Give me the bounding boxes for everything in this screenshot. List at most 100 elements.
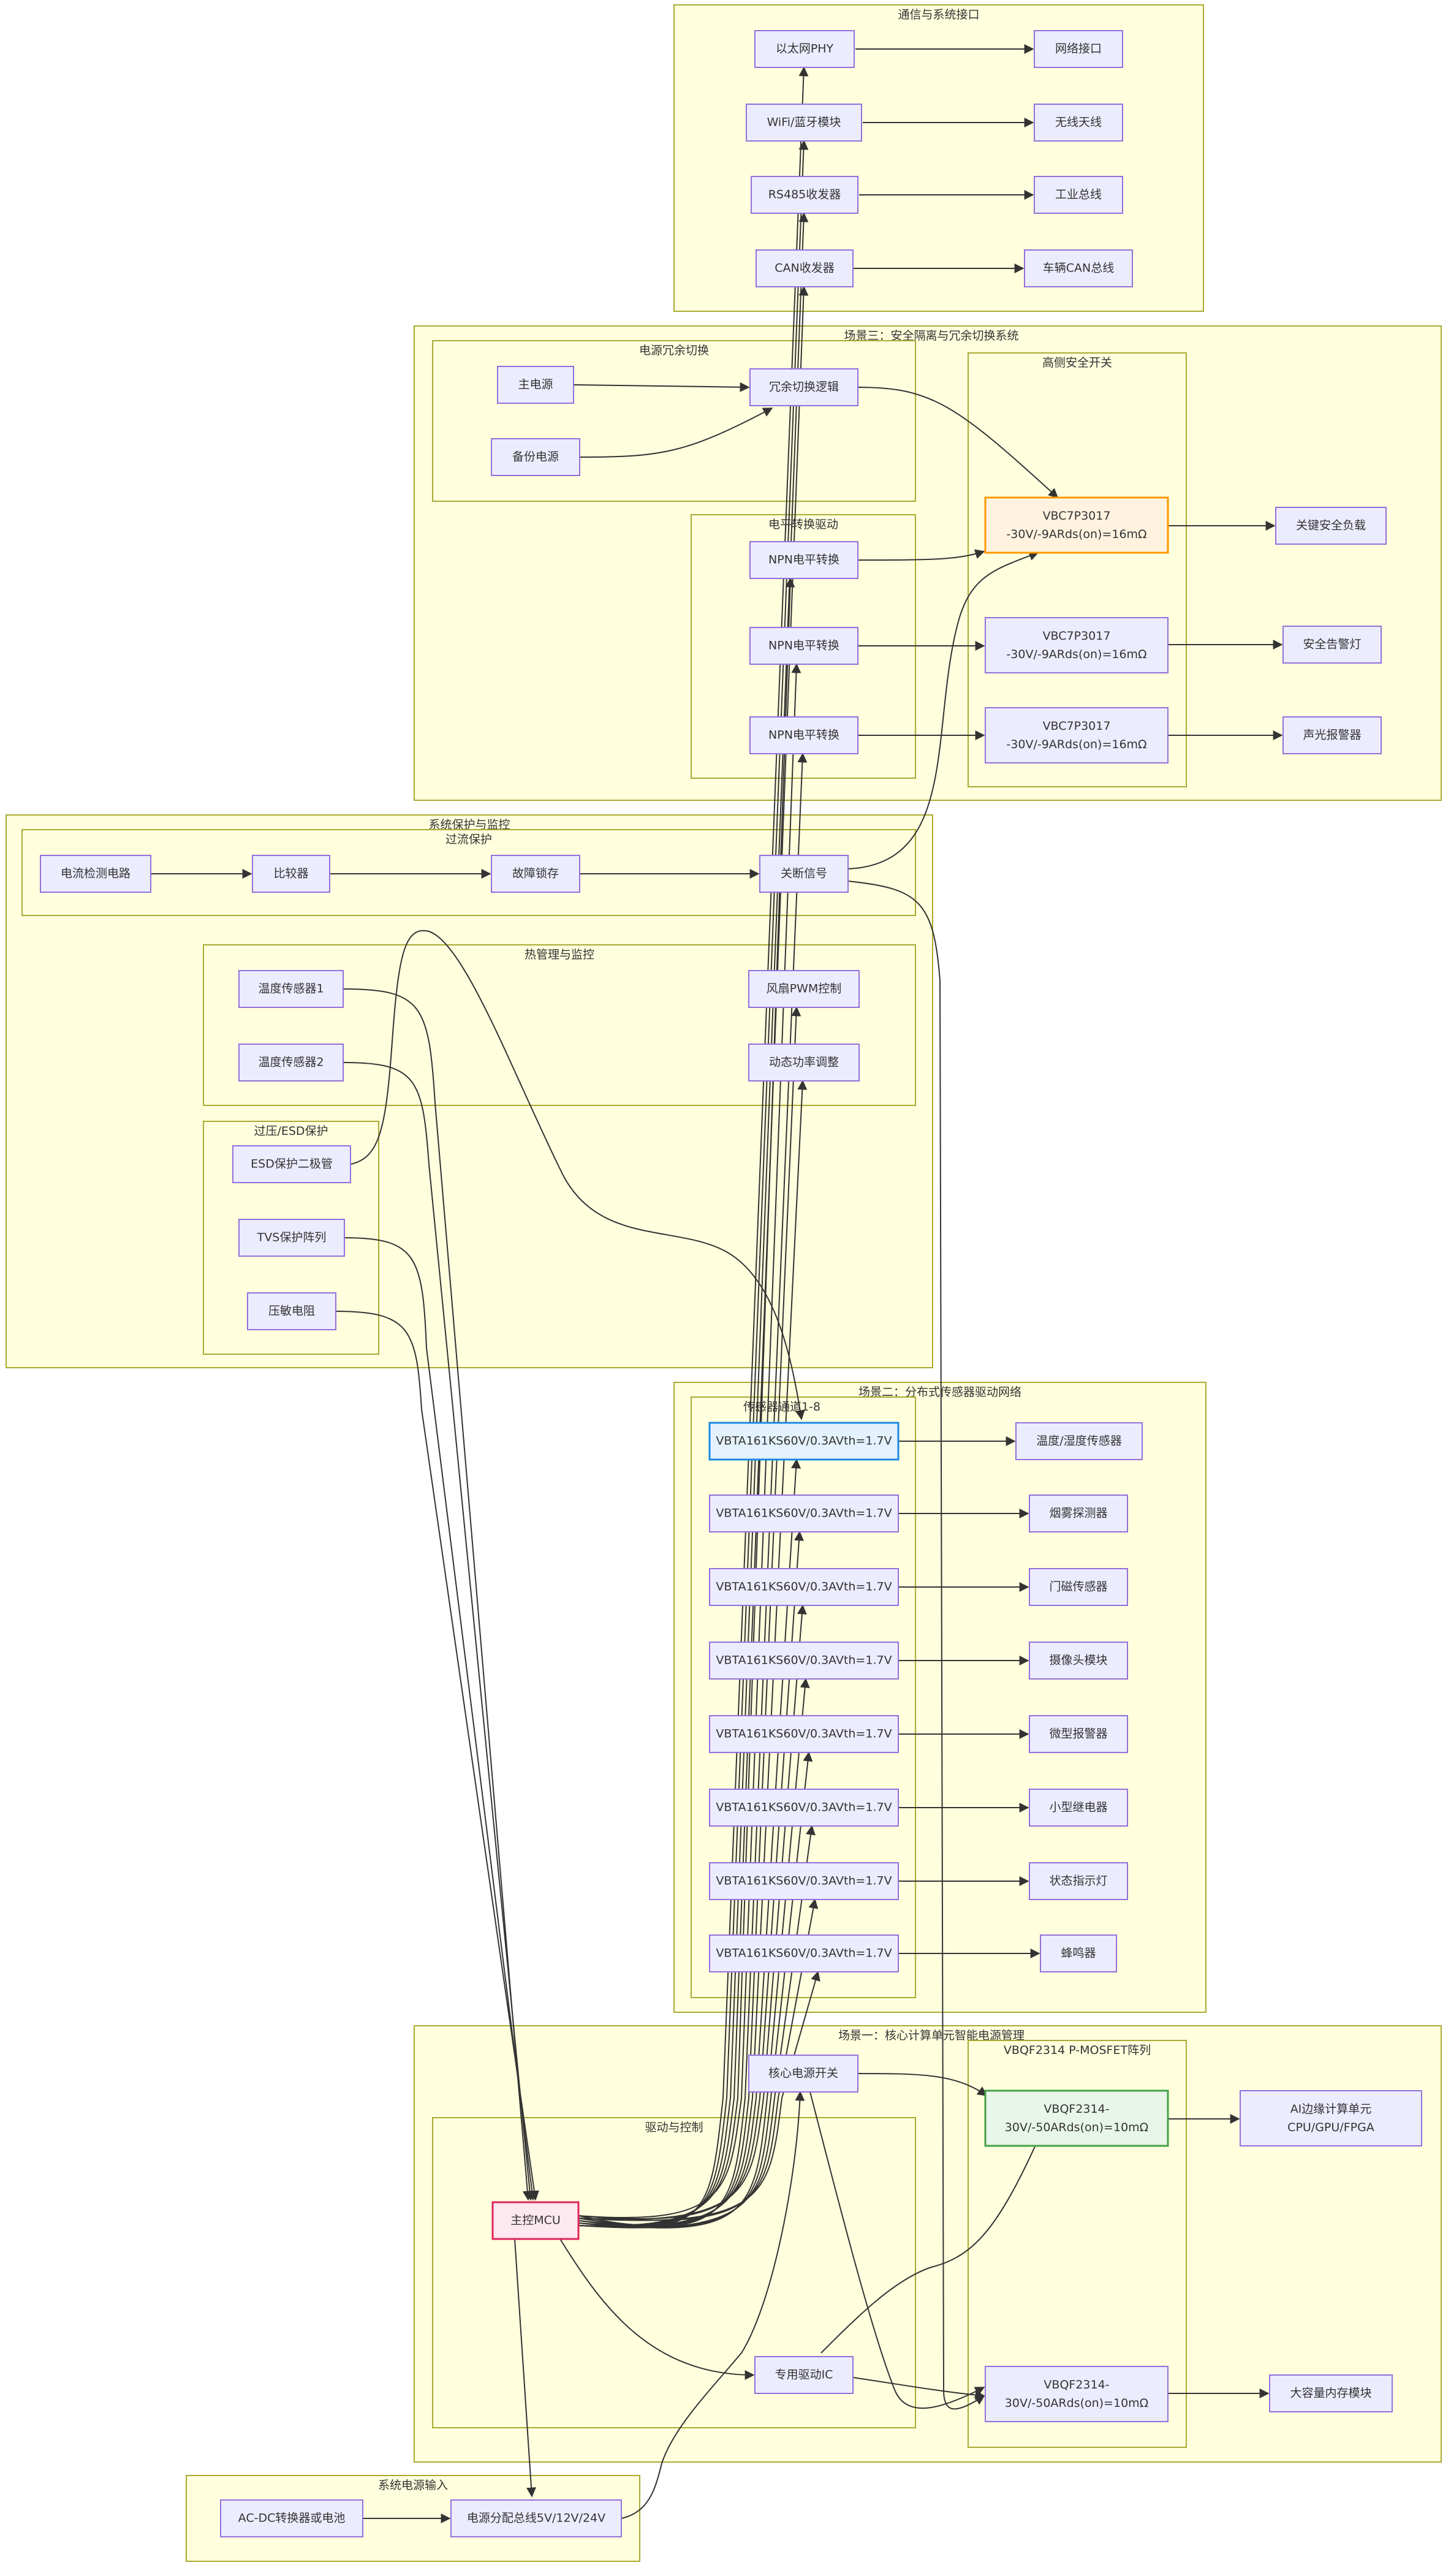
mcu-control-edges (559, 66, 820, 2380)
node-fieldbus[interactable]: 工业总线 (1034, 176, 1123, 214)
node-network-port[interactable]: 网络接口 (1034, 30, 1123, 68)
node-main-mcu[interactable]: 主控MCU (491, 2201, 580, 2240)
node-temp-humidity-sensor[interactable]: 温度/湿度传感器 (1015, 1422, 1143, 1460)
edge-mcu-control-10 (578, 1458, 801, 2227)
edge-mcu-control-6 (578, 663, 801, 2218)
node-vbqf2314-2[interactable]: VBQF2314-30V/-50ARds(on)=10mΩ (985, 2366, 1169, 2422)
node-small-relay[interactable]: 小型继电器 (1029, 1789, 1128, 1827)
svg-text:备份电源: 备份电源 (512, 450, 559, 464)
svg-text:温度/湿度传感器: 温度/湿度传感器 (1036, 1434, 1121, 1448)
node-smoke-detector[interactable]: 烟雾探测器 (1029, 1494, 1128, 1532)
node-main-power[interactable]: 主电源 (497, 366, 574, 404)
svg-text:ESD保护二极管: ESD保护二极管 (251, 1157, 333, 1171)
svg-text:VBC7P3017-30V/-9ARds(on)=16mΩ: VBC7P3017-30V/-9ARds(on)=16mΩ (1006, 509, 1146, 541)
svg-text:TVS保护阵列: TVS保护阵列 (257, 1231, 327, 1244)
node-vbta161k-1[interactable]: VBTA161KS60V/0.3AVth=1.7V (708, 1422, 900, 1461)
node-antenna[interactable]: 无线天线 (1034, 104, 1123, 142)
node-current-detect[interactable]: 电流检测电路 (40, 855, 151, 893)
node-can[interactable]: CAN收发器 (756, 249, 854, 287)
node-ethernet-phy[interactable]: 以太网PHY (754, 30, 855, 68)
node-core-power-switch[interactable]: 核心电源开关 (748, 2055, 858, 2093)
node-switch-logic[interactable]: 冗余切换逻辑 (749, 368, 858, 406)
node-vbta161k-6[interactable]: VBTA161KS60V/0.3AVth=1.7V (709, 1789, 899, 1827)
node-vbc7p3017-3[interactable]: VBC7P3017-30V/-9ARds(on)=16mΩ (985, 707, 1169, 763)
node-wifi-bt[interactable]: WiFi/蓝牙模块 (746, 104, 862, 142)
svg-text:关断信号: 关断信号 (781, 867, 827, 881)
node-shutdown-signal[interactable]: 关断信号 (759, 855, 849, 893)
node-memory-module[interactable]: 大容量内存模块 (1269, 2374, 1393, 2412)
node-dynamic-power[interactable]: 动态功率调整 (748, 1044, 860, 1082)
nodes: 以太网PHY 网络接口 WiFi/蓝牙模块 无线天线 RS485收发器 工业总线… (40, 30, 1422, 2537)
node-can-bus[interactable]: 车辆CAN总线 (1024, 249, 1133, 287)
edge-mcu-control-15 (578, 1825, 816, 2229)
svg-text:VBTA161KS60V/0.3AVth=1.7V: VBTA161KS60V/0.3AVth=1.7V (716, 1727, 892, 1741)
node-sound-alarm[interactable]: 声光报警器 (1282, 716, 1382, 754)
node-acdc-battery[interactable]: AC-DC转换器或电池 (220, 2499, 363, 2537)
svg-text:动态功率调整: 动态功率调整 (769, 1056, 839, 1069)
node-fan-pwm[interactable]: 风扇PWM控制 (748, 970, 860, 1008)
node-fault-latch[interactable]: 故障锁存 (491, 855, 580, 893)
svg-text:温度传感器1: 温度传感器1 (258, 982, 324, 996)
edge-temp2-mcu (343, 1062, 535, 2201)
node-vbta161k-8[interactable]: VBTA161KS60V/0.3AVth=1.7V (709, 1934, 899, 1972)
node-door-sensor[interactable]: 门磁传感器 (1029, 1568, 1128, 1606)
cluster-thermal-label: 热管理与监控 (525, 948, 594, 961)
edge-temp1-mcu (343, 988, 532, 2201)
node-key-load[interactable]: 关键安全负载 (1275, 507, 1387, 545)
node-varistor[interactable]: 压敏电阻 (247, 1292, 336, 1330)
node-backup-power[interactable]: 备份电源 (491, 438, 580, 476)
svg-text:网络接口: 网络接口 (1055, 42, 1102, 56)
node-vbta161k-4[interactable]: VBTA161KS60V/0.3AVth=1.7V (709, 1642, 899, 1680)
node-vbc7p3017-2[interactable]: VBC7P3017-30V/-9ARds(on)=16mΩ (985, 617, 1169, 673)
cluster-overcurrent-label: 过流保护 (445, 833, 492, 846)
svg-text:大容量内存模块: 大容量内存模块 (1290, 2387, 1371, 2400)
node-vbqf2314-1[interactable]: VBQF2314-30V/-50ARds(on)=10mΩ (984, 2089, 1169, 2147)
svg-text:微型报警器: 微型报警器 (1049, 1727, 1107, 1741)
cluster-scene1-label: 场景一：核心计算单元智能电源管理 (838, 2029, 1025, 2042)
node-npn-3[interactable]: NPN电平转换 (749, 716, 858, 754)
svg-text:VBQF2314-30V/-50ARds(on)=10mΩ: VBQF2314-30V/-50ARds(on)=10mΩ (1005, 2378, 1148, 2410)
node-vbc7p3017-main[interactable]: VBC7P3017-30V/-9ARds(on)=16mΩ (984, 496, 1169, 554)
svg-text:专用驱动IC: 专用驱动IC (775, 2368, 833, 2382)
node-vbta161k-3[interactable]: VBTA161KS60V/0.3AVth=1.7V (709, 1568, 899, 1606)
node-gate-driver-ic[interactable]: 专用驱动IC (754, 2356, 854, 2394)
svg-text:车辆CAN总线: 车辆CAN总线 (1043, 262, 1114, 275)
edge-shutdown-vbqf2 (847, 881, 985, 2410)
node-npn-2[interactable]: NPN电平转换 (749, 627, 858, 665)
node-temp-sensor-1[interactable]: 温度传感器1 (238, 970, 344, 1008)
edge-bus-core (621, 2091, 805, 2519)
node-camera-module[interactable]: 摄像头模块 (1029, 1642, 1128, 1680)
node-rs485[interactable]: RS485收发器 (751, 176, 858, 214)
svg-text:VBQF2314-30V/-50ARds(on)=10mΩ: VBQF2314-30V/-50ARds(on)=10mΩ (1005, 2102, 1148, 2134)
node-buzzer[interactable]: 蜂鸣器 (1040, 1934, 1117, 1972)
node-npn-1[interactable]: NPN电平转换 (749, 541, 858, 579)
cluster-communication-label: 通信与系统接口 (898, 8, 979, 21)
svg-text:摄像头模块: 摄像头模块 (1049, 1654, 1107, 1667)
node-vbta161k-5[interactable]: VBTA161KS60V/0.3AVth=1.7V (709, 1715, 899, 1753)
node-vbta161k-7[interactable]: VBTA161KS60V/0.3AVth=1.7V (709, 1862, 899, 1900)
node-mini-alarm[interactable]: 微型报警器 (1029, 1715, 1128, 1753)
node-status-led[interactable]: 状态指示灯 (1029, 1862, 1128, 1900)
edge-mcu-control-12 (578, 1604, 807, 2220)
node-warn-lamp[interactable]: 安全告警灯 (1282, 626, 1382, 664)
node-power-bus[interactable]: 电源分配总线5V/12V/24V (450, 2499, 622, 2537)
svg-text:以太网PHY: 以太网PHY (776, 42, 834, 56)
svg-text:VBTA161KS60V/0.3AVth=1.7V: VBTA161KS60V/0.3AVth=1.7V (716, 1874, 892, 1888)
svg-text:温度传感器2: 温度传感器2 (258, 1056, 324, 1069)
svg-text:NPN电平转换: NPN电平转换 (768, 553, 839, 567)
edge-mcu-control-17 (578, 1971, 820, 2221)
svg-text:VBTA161KS60V/0.3AVth=1.7V: VBTA161KS60V/0.3AVth=1.7V (716, 1801, 892, 1814)
node-vbta161k-2[interactable]: VBTA161KS60V/0.3AVth=1.7V (709, 1494, 899, 1532)
svg-text:声光报警器: 声光报警器 (1303, 729, 1361, 742)
cluster-power-input-label: 系统电源输入 (378, 2479, 448, 2492)
node-esd-diode[interactable]: ESD保护二极管 (232, 1145, 351, 1183)
node-temp-sensor-2[interactable]: 温度传感器2 (238, 1044, 344, 1082)
node-comparator[interactable]: 比较器 (252, 855, 330, 893)
edge-switch-vbc1 (857, 387, 1059, 499)
edge-main-switch (573, 382, 750, 392)
node-tvs-array[interactable]: TVS保护阵列 (238, 1219, 345, 1257)
svg-text:VBTA161KS60V/0.3AVth=1.7V: VBTA161KS60V/0.3AVth=1.7V (716, 1580, 892, 1594)
svg-text:NPN电平转换: NPN电平转换 (768, 639, 839, 653)
